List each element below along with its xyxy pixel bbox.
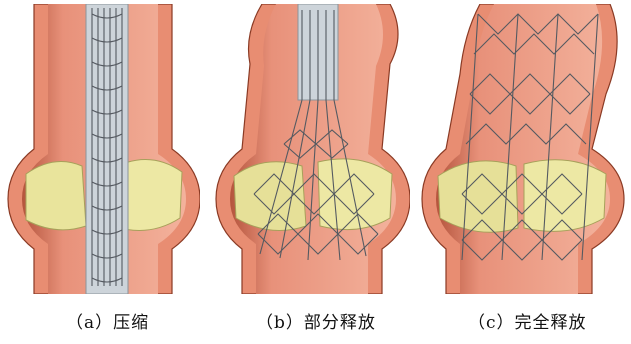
panel-compressed (4, 4, 200, 294)
valve-leaflet-right (318, 159, 392, 230)
valve-leaflet-left (26, 162, 86, 230)
full-release-illustration (420, 4, 626, 294)
panel-partial-release (214, 4, 410, 294)
caption-compressed: （a）压缩 (66, 308, 149, 333)
valve-leaflet-right (120, 160, 182, 231)
partial-release-illustration (214, 4, 410, 294)
panel-full-release (420, 4, 626, 294)
valve-leaflet-right (524, 160, 606, 232)
valve-leaflet-left (234, 162, 306, 231)
caption-full-release: （c）完全释放 (468, 308, 587, 333)
caption-partial-release: （b）部分释放 (256, 308, 376, 333)
compressed-stent-illustration (4, 4, 200, 294)
